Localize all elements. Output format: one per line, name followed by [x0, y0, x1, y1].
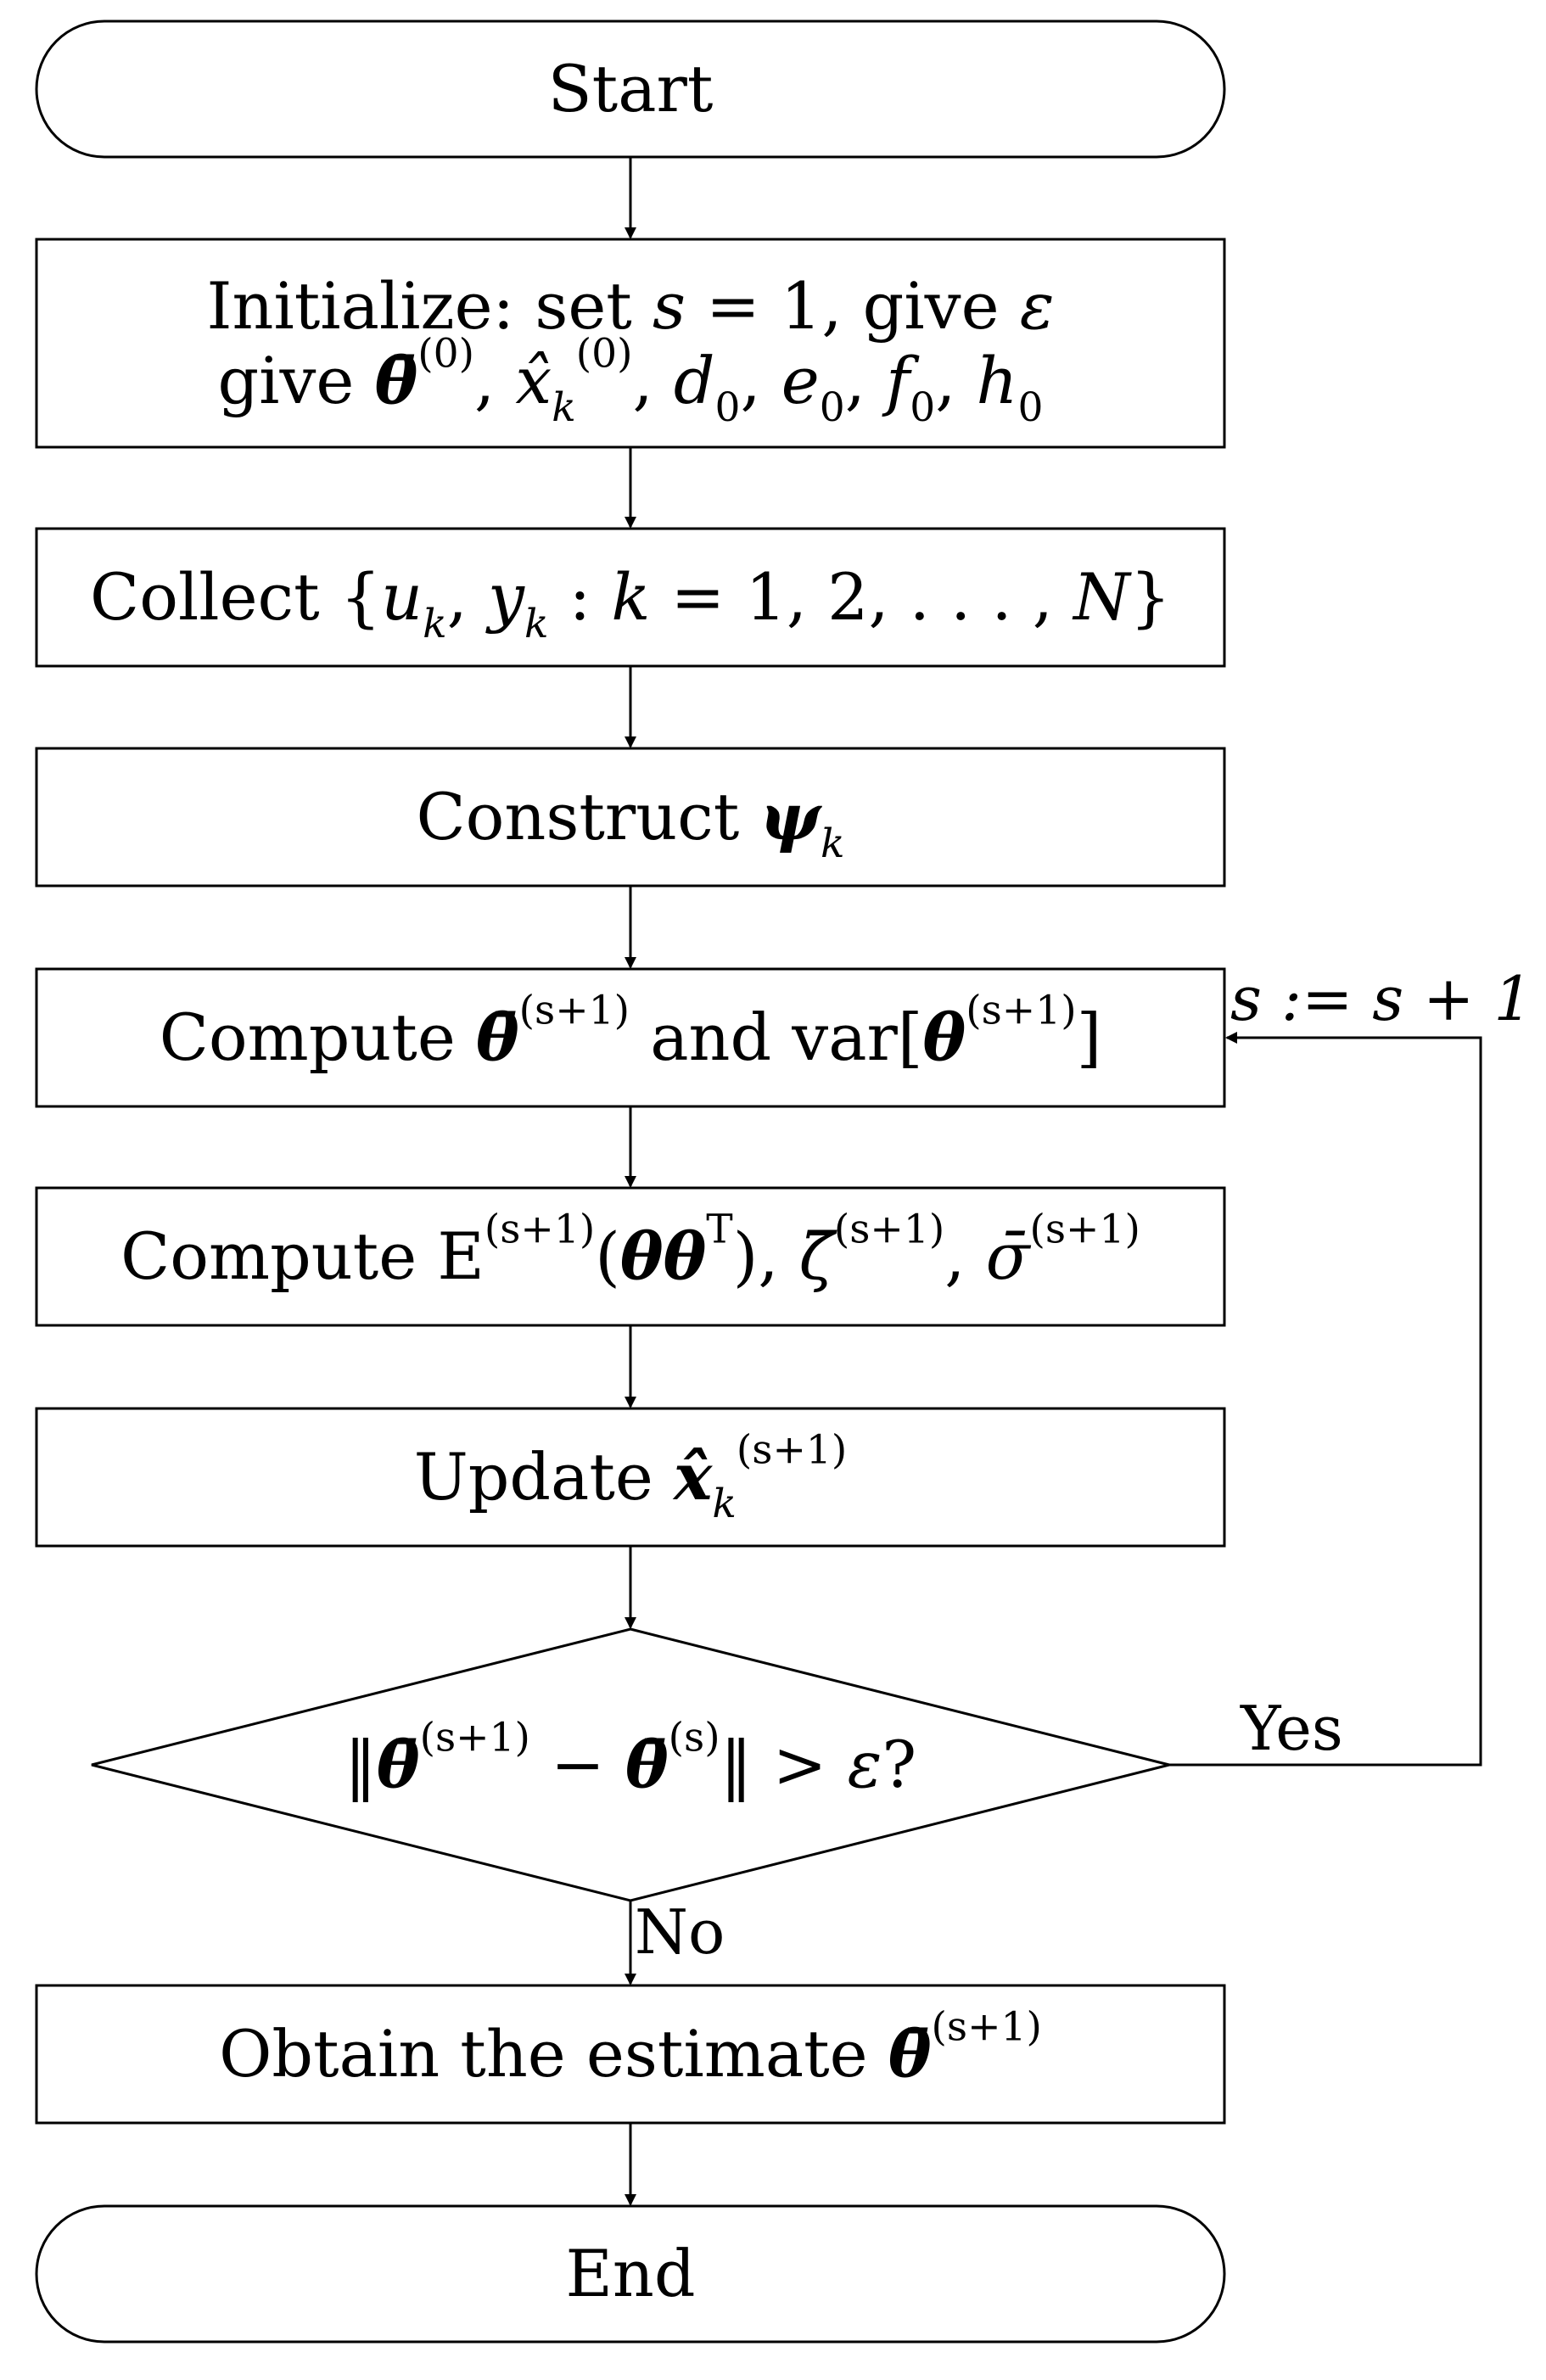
initialize-box: Initialize: set s = 1, give ε give θ̄(0)… — [36, 239, 1224, 447]
end-terminal: End — [36, 2206, 1224, 2342]
end-terminal-shape — [35, 2204, 1226, 2344]
compute-theta-box: Compute θ̄(s+1) and var[θ(s+1)] — [36, 969, 1224, 1106]
compute-theta-label: Compute θ̄(s+1) and var[θ(s+1)] — [159, 987, 1102, 1076]
construct-box: Construct ψk — [36, 748, 1224, 886]
decision-label: ‖θ̄(s+1) − θ̄(s)‖ > ε? — [344, 1714, 917, 1803]
collect-box: Collect {uk, yk : k = 1, 2, . . . , N} — [36, 529, 1224, 666]
update-box: Update x̂k(s+1) — [36, 1408, 1224, 1546]
yes-edge-label: Yes — [1241, 1693, 1343, 1764]
end-label: End — [565, 2236, 696, 2312]
start-terminal: Start — [36, 21, 1224, 157]
obtain-box: Obtain the estimate θ̄(s+1) — [36, 1985, 1224, 2123]
obtain-label: Obtain the estimate θ̄(s+1) — [219, 2003, 1042, 2092]
decision-diamond: ‖θ̄(s+1) − θ̄(s)‖ > ε? — [92, 1629, 1169, 1901]
compute-expectation-label: Compute E(s+1)(θθT), ζ̄(s+1), σ̄(s+1) — [120, 1206, 1140, 1295]
collect-label: Collect {uk, yk : k = 1, 2, . . . , N} — [90, 559, 1171, 648]
compute-expectation-box: Compute E(s+1)(θθT), ζ̄(s+1), σ̄(s+1) — [36, 1188, 1224, 1325]
initialize-line-1: Initialize: set s = 1, give ε — [206, 268, 1055, 344]
initialize-line-2: give θ̄(0), x̂k(0), d0, e0, f0, h0 — [217, 330, 1044, 431]
no-edge-label: No — [635, 1896, 725, 1968]
loop-increment-label: s := s + 1 — [1230, 963, 1533, 1034]
construct-label: Construct ψk — [416, 779, 845, 868]
update-label: Update x̂k(s+1) — [413, 1426, 848, 1528]
start-label: Start — [547, 51, 714, 127]
arrow-yes-loop-back — [1169, 1032, 1482, 1767]
